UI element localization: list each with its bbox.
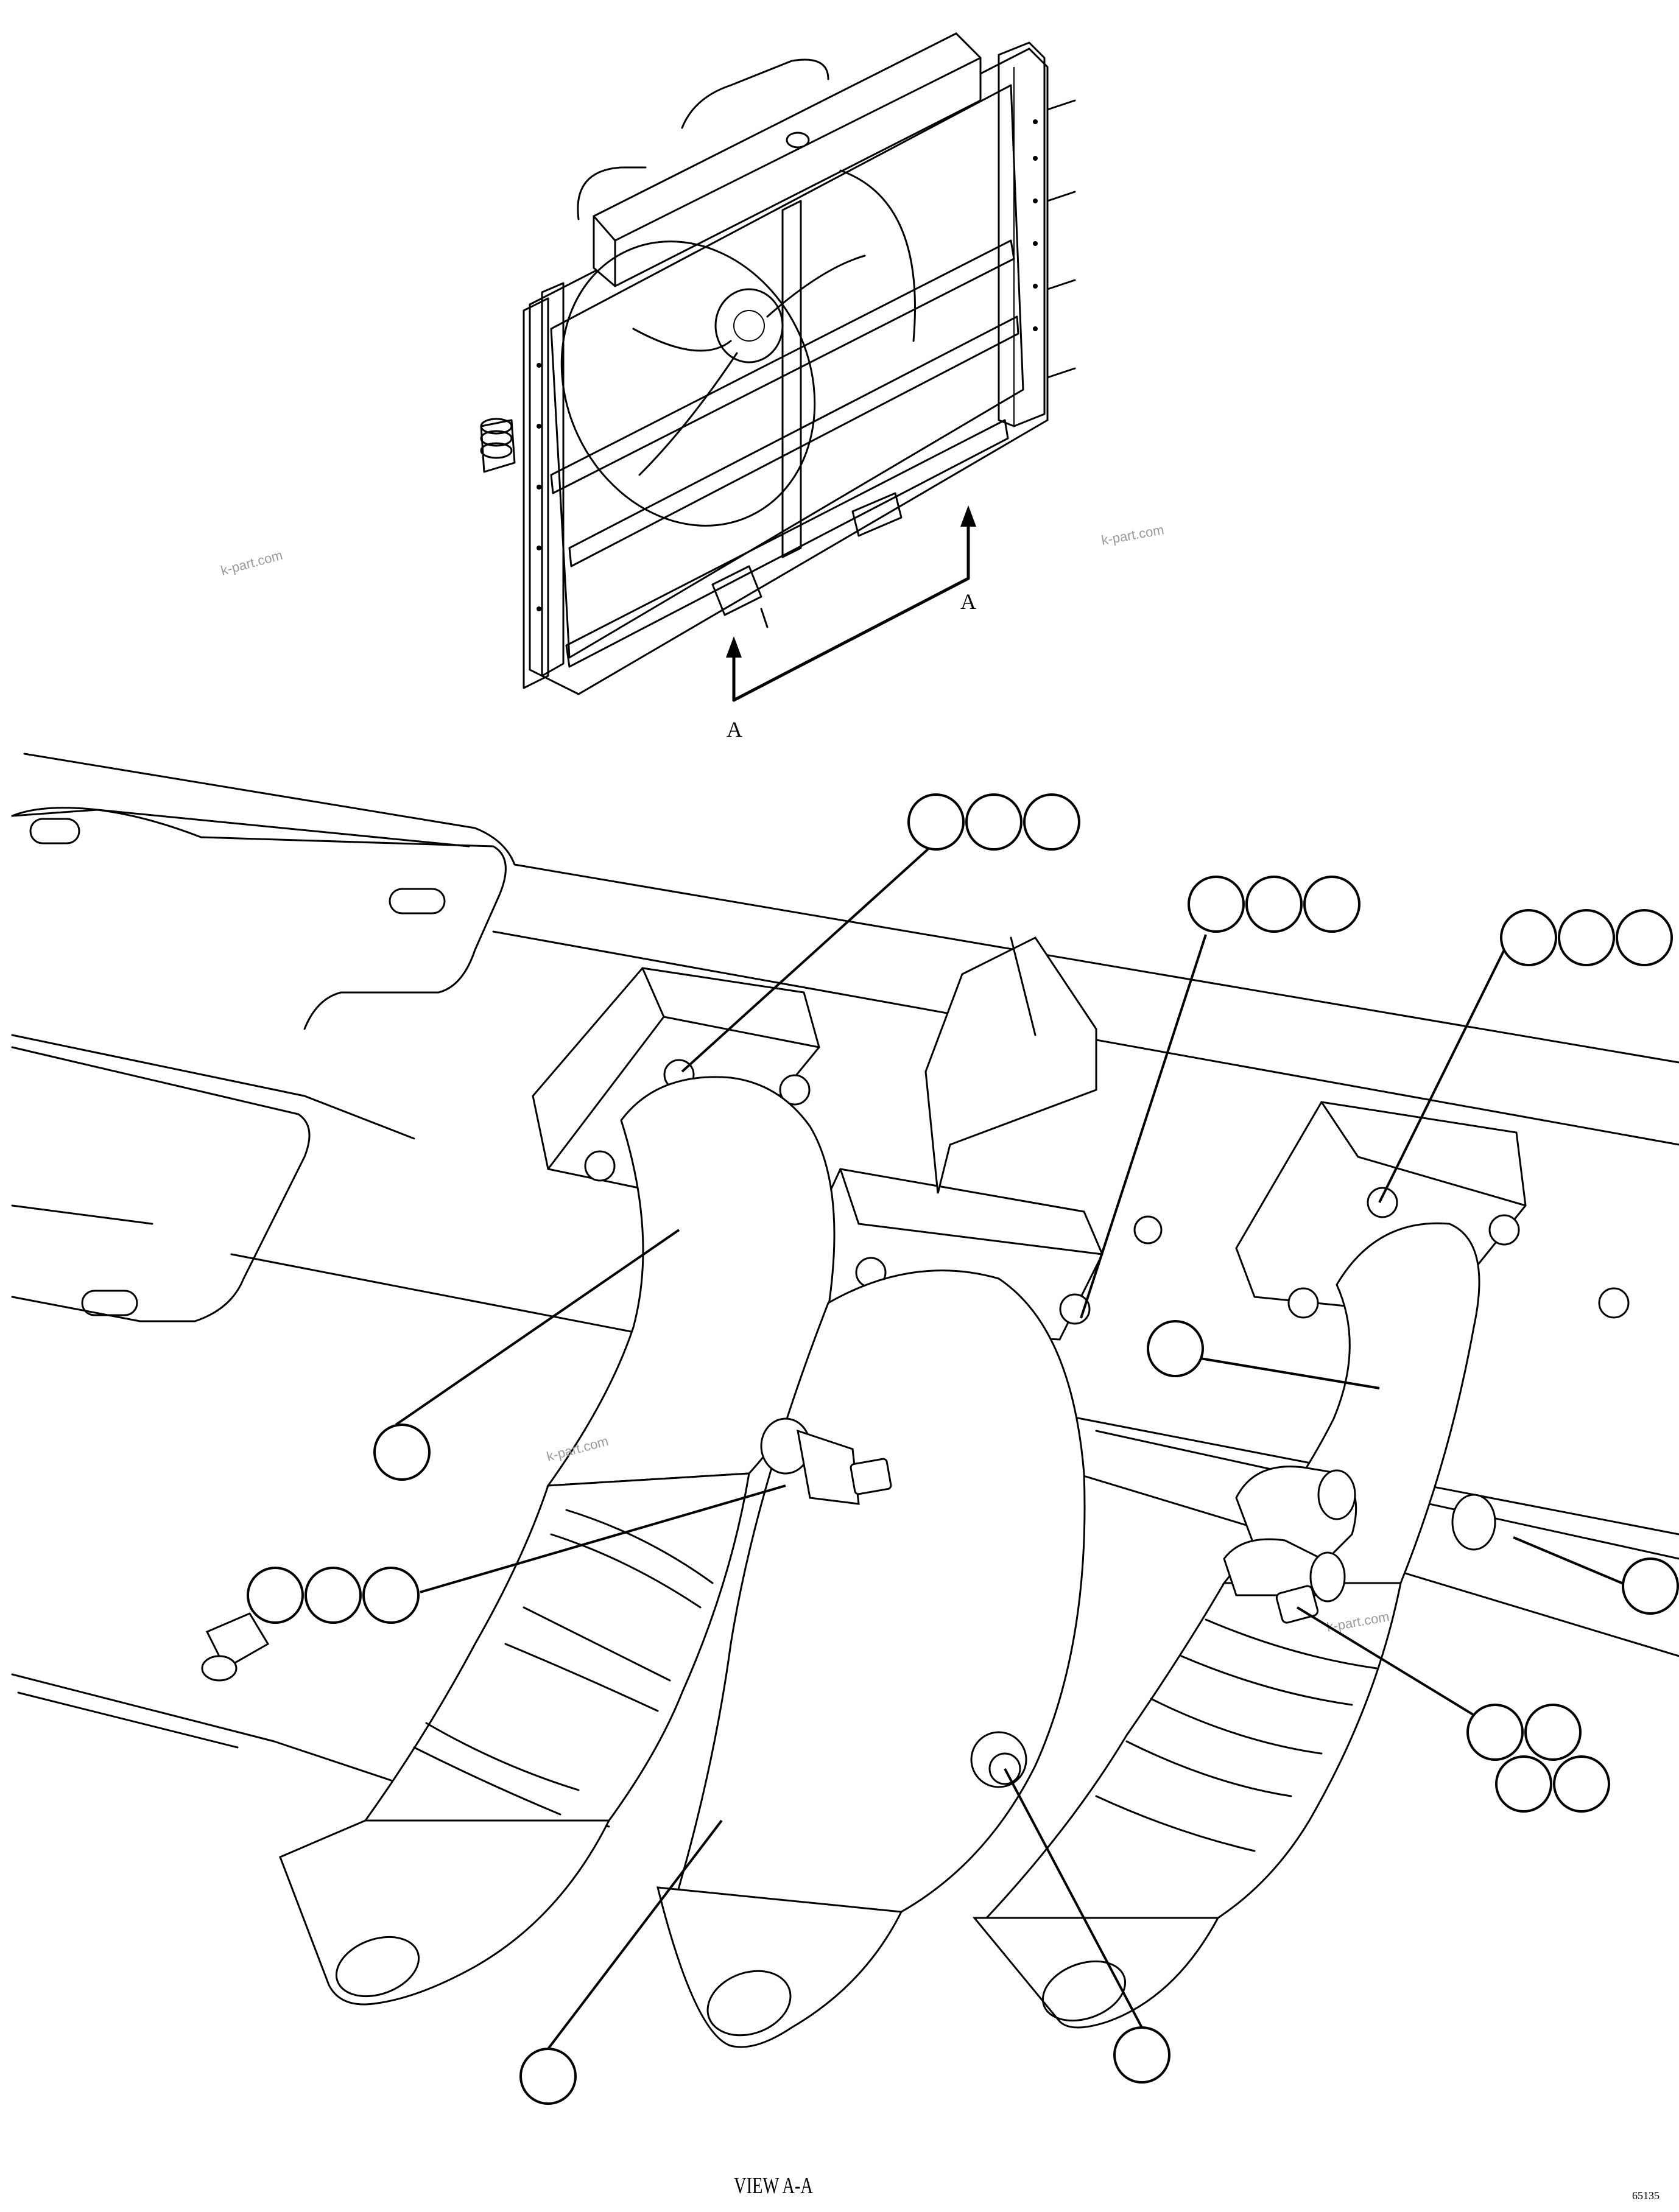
callout-single-4 bbox=[519, 2048, 577, 2105]
callout-group-4 bbox=[247, 1567, 420, 1624]
view-title: VIEW A-A bbox=[734, 2173, 813, 2199]
callout-group-3 bbox=[1500, 909, 1673, 966]
section-label-left: A bbox=[727, 717, 742, 742]
section-arrows bbox=[726, 505, 976, 702]
watermark-2: k-part.com bbox=[1100, 522, 1166, 548]
rivet-dots bbox=[537, 119, 1038, 611]
callout-single-3 bbox=[1622, 1557, 1679, 1615]
figure-number: 65135 bbox=[1632, 2189, 1660, 2202]
callout-group-5 bbox=[1466, 1704, 1610, 1813]
section-label-right: A bbox=[960, 589, 976, 614]
cooling-package-overview bbox=[480, 32, 1076, 702]
callout-group-2 bbox=[1188, 876, 1360, 933]
view-a-a-detail bbox=[11, 753, 1679, 2048]
callout-single-1 bbox=[1147, 1320, 1204, 1377]
callout-single-5 bbox=[1113, 2026, 1170, 2084]
watermark-1: k-part.com bbox=[219, 547, 284, 578]
callout-leaders bbox=[395, 839, 1630, 2050]
callout-single-2 bbox=[373, 1424, 431, 1481]
callout-group-1 bbox=[907, 793, 1080, 851]
